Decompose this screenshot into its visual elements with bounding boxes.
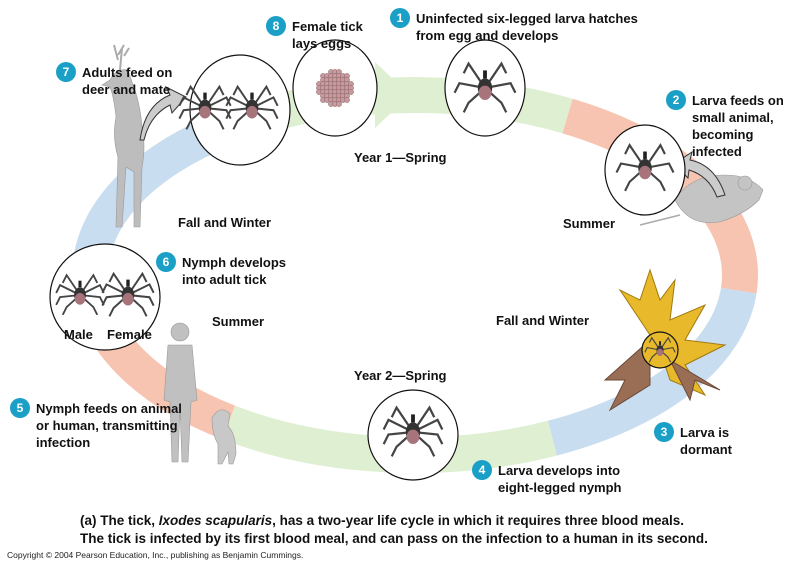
step-number-badge: 5 <box>10 398 30 418</box>
step-8: 8 Female tick lays eggs <box>266 16 366 52</box>
step-number-badge: 7 <box>56 62 76 82</box>
deer-illustration <box>101 44 145 228</box>
step-6: 6 Nymph develops into adult tick <box>156 252 306 288</box>
step-text: Nymph develops into adult tick <box>182 255 287 287</box>
tick-icon <box>178 84 232 130</box>
step-7: 7 Adults feed on deer and mate <box>56 62 186 98</box>
step-text: Uninfected six-legged larva hatches from… <box>416 11 638 43</box>
step-text: Larva feeds on small animal, becoming in… <box>692 93 784 159</box>
season-label-year1-fall: Fall and Winter <box>496 313 590 328</box>
tick-icon <box>615 143 675 192</box>
cycle-arrow <box>375 62 410 128</box>
step-number-badge: 4 <box>472 460 492 480</box>
egg-cluster <box>316 69 354 107</box>
step-3: 3 Larva is dormant <box>654 422 754 458</box>
figure-caption: (a) The tick, Ixodes scapularis, has a t… <box>80 512 708 548</box>
step-number-badge: 2 <box>666 90 686 110</box>
mouse-illustration <box>639 174 764 226</box>
male-label: Male <box>64 327 93 342</box>
season-label-year2-spring: Year 2—Spring <box>354 368 447 383</box>
female-label: Female <box>107 327 152 342</box>
caption-prefix: (a) <box>80 513 97 528</box>
season-label-year2-summer: Summer <box>212 314 265 329</box>
leaf-illustration <box>603 268 727 412</box>
tick-icon <box>382 405 444 457</box>
season-label-year1-spring: Year 1—Spring <box>354 150 447 165</box>
caption-text: , has a two-year life cycle in which it … <box>272 513 684 528</box>
tick-icon <box>453 61 517 113</box>
step-2: 2 Larva feeds on small animal, becoming i… <box>666 90 796 160</box>
step-number-badge: 1 <box>390 8 410 28</box>
caption-text: The tick, <box>96 513 159 528</box>
step-text: Adults feed on deer and mate <box>82 65 173 97</box>
step-text: Larva is dormant <box>680 425 732 457</box>
step-4: 4 Larva develops into eight-legged nymph <box>472 460 642 496</box>
tick-icon <box>644 336 676 363</box>
tick-icon <box>225 84 279 130</box>
step-text: Female tick lays eggs <box>292 19 363 51</box>
season-label-year1-summer: Summer <box>563 216 616 231</box>
step-5: 5 Nymph feeds on animal or human, transmi… <box>10 398 190 451</box>
dog-illustration <box>211 409 237 465</box>
caption-line-2: The tick is infected by its first blood … <box>80 531 708 546</box>
species-name: Ixodes scapularis <box>158 513 273 528</box>
tick-icon <box>101 271 155 317</box>
step-text: Nymph feeds on animal or human, transmit… <box>36 401 182 450</box>
step-1: 1 Uninfected six-legged larva hatches fro… <box>390 8 650 44</box>
step-text: Larva develops into eight-legged nymph <box>498 463 622 495</box>
step-number-badge: 8 <box>266 16 286 36</box>
nymph-adult-circle <box>49 243 161 351</box>
human-illustration <box>163 322 198 463</box>
step-number-badge: 6 <box>156 252 176 272</box>
season-label-year2-fall: Fall and Winter <box>178 215 272 230</box>
tick-icon <box>55 273 105 316</box>
copyright: Copyright © 2004 Pearson Education, Inc.… <box>7 550 304 560</box>
step-number-badge: 3 <box>654 422 674 442</box>
